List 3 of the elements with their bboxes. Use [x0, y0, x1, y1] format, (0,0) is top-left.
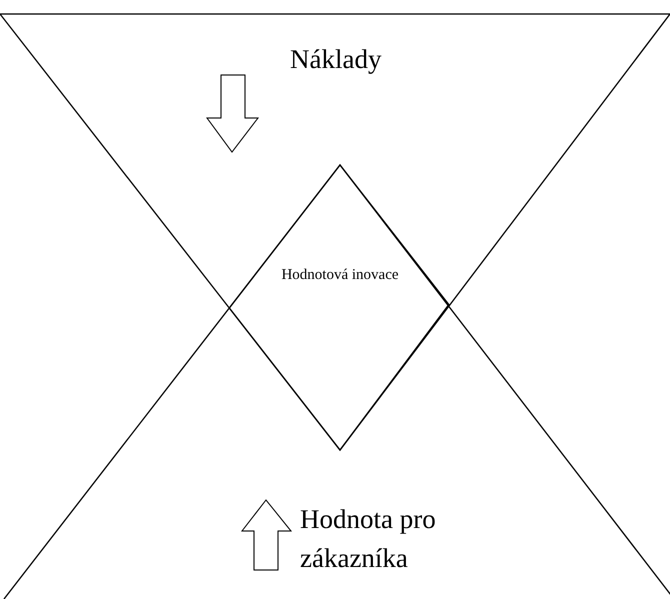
- heading: Náklady: [290, 43, 382, 76]
- diamond-label: Hodnotová inovace: [280, 266, 400, 285]
- heading: Hodnota pro zákazníka: [300, 503, 437, 576]
